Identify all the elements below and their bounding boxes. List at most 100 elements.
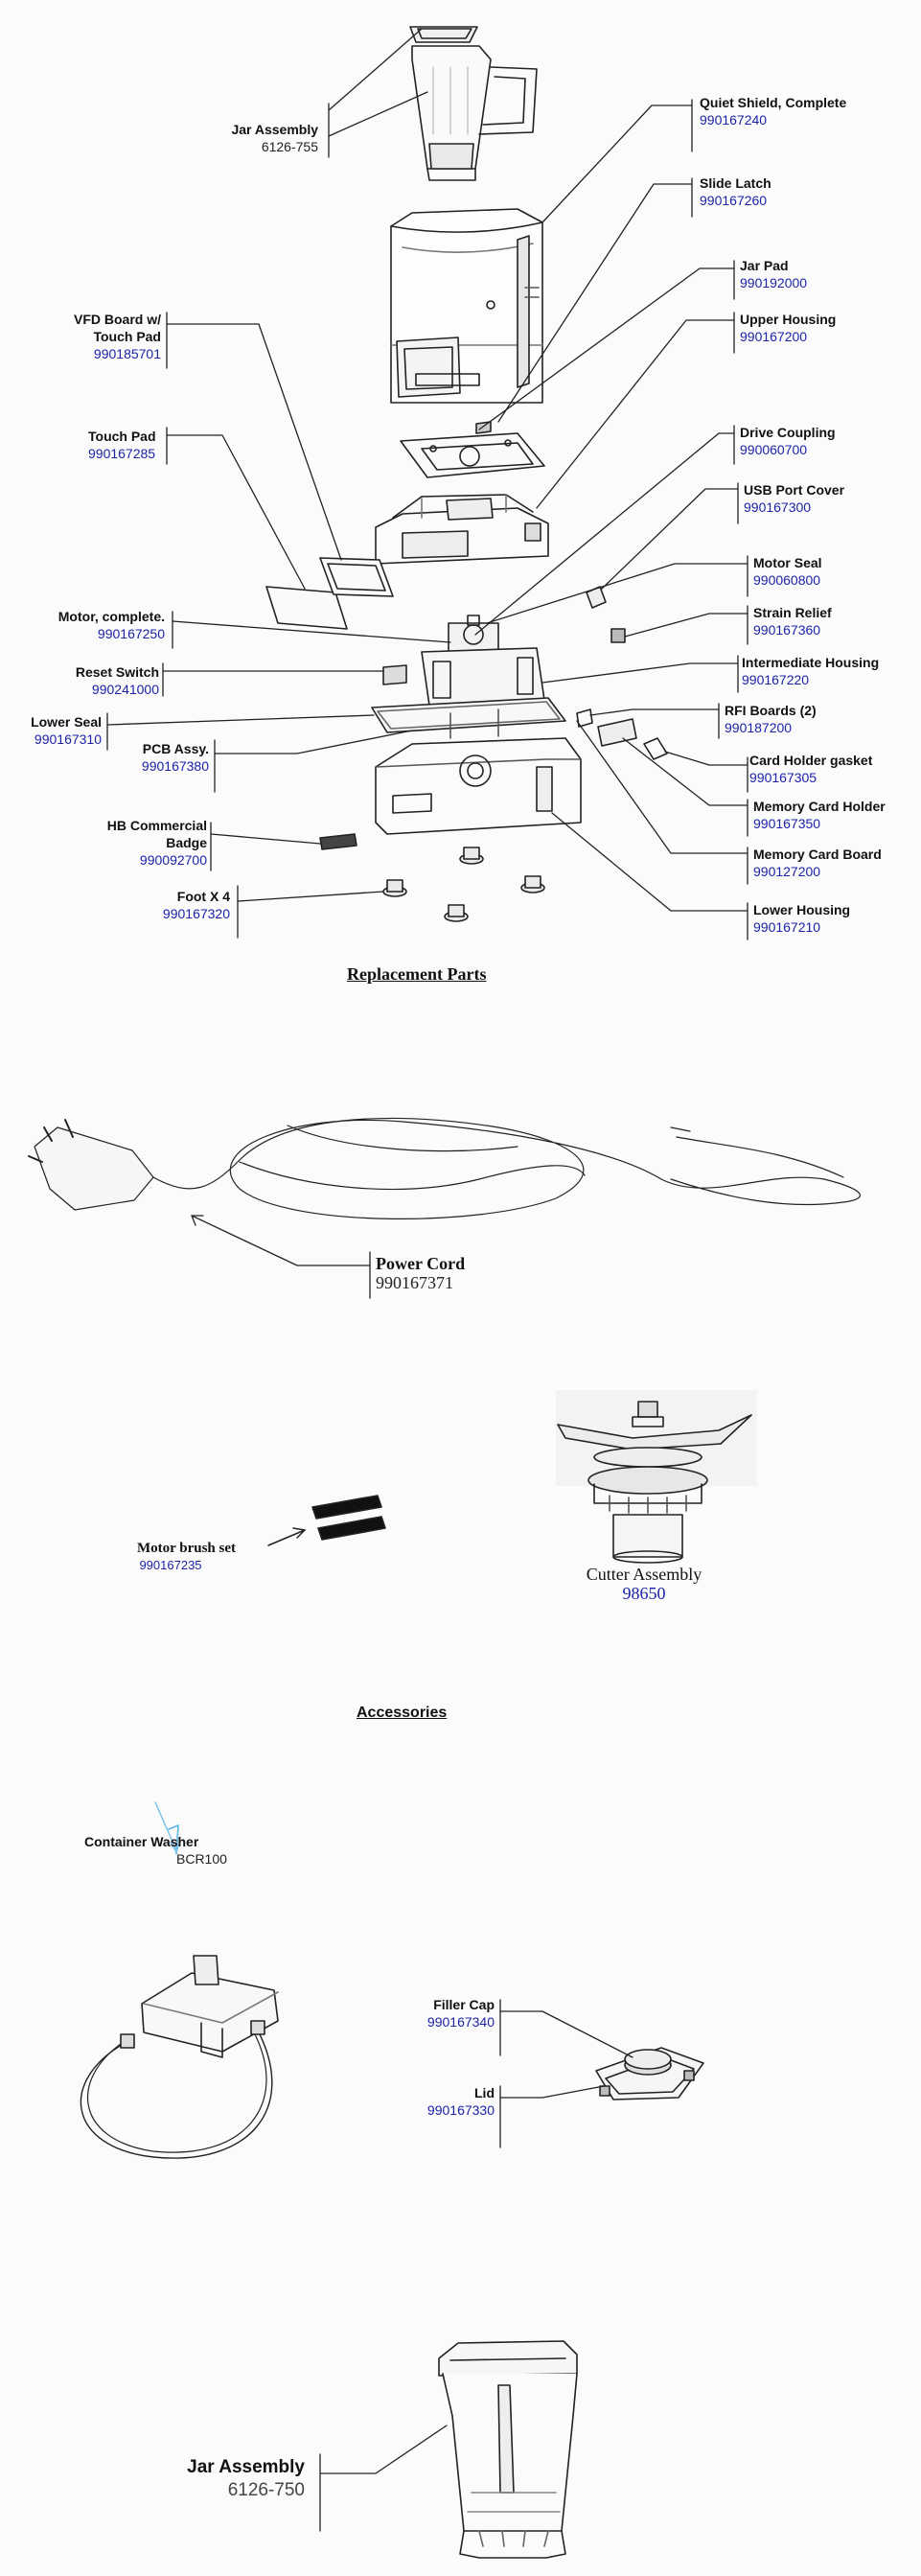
label-motor-seal: Motor Seal 990060800 (753, 554, 822, 589)
jar-assembly-number: 6126-755 (261, 139, 318, 154)
motor-brush-number: 990167235 (139, 1558, 202, 1572)
small-parts-illustration (319, 586, 668, 850)
label-card-holder-gasket: Card Holder gasket 990167305 (749, 752, 872, 786)
memory-card-board-number: 990127200 (753, 864, 821, 879)
label-lid: Lid 990167330 (383, 2084, 495, 2119)
vfd-board-number: 990185701 (93, 346, 161, 361)
touch-pad-name: Touch Pad (88, 429, 156, 444)
memory-card-holder-number: 990167350 (753, 816, 821, 831)
drive-coupling-name: Drive Coupling (740, 425, 836, 440)
foot-number: 990167320 (162, 906, 230, 921)
label-container-washer: Container Washer BCR100 (84, 1833, 227, 1868)
slide-latch-name: Slide Latch (700, 175, 771, 191)
jar-pad-name: Jar Pad (740, 258, 789, 273)
touch-pad-number: 990167285 (88, 446, 156, 461)
label-cutter-assembly: Cutter Assembly 98650 (575, 1565, 713, 1603)
feet-illustration (382, 847, 545, 922)
intermediate-housing-number: 990167220 (742, 672, 810, 687)
upper-housing-number: 990167200 (740, 329, 808, 344)
label-strain-relief: Strain Relief 990167360 (753, 604, 832, 638)
rfi-boards-number: 990187200 (725, 720, 793, 735)
rfi-boards-name: RFI Boards (2) (725, 703, 817, 718)
label-memory-card-holder: Memory Card Holder 990167350 (753, 798, 886, 832)
memory-card-holder-name: Memory Card Holder (753, 799, 886, 814)
label-motor-complete: Motor, complete. 990167250 (29, 608, 165, 642)
motor-brush-name: Motor brush set (136, 1541, 236, 1556)
label-reset-switch: Reset Switch 990241000 (38, 663, 159, 698)
jar-assembly-bottom-name: Jar Assembly (187, 2457, 305, 2477)
power-cord-illustration (28, 1117, 862, 1219)
label-rfi-boards: RFI Boards (2) 990187200 (725, 702, 817, 736)
memory-card-board-name: Memory Card Board (753, 847, 882, 862)
memory-card-holder-part (597, 718, 637, 747)
label-touch-pad: Touch Pad 990167285 (88, 428, 156, 462)
label-quiet-shield: Quiet Shield, Complete 990167240 (700, 94, 846, 128)
container-washer-name: Container Washer (84, 1834, 199, 1849)
usb-port-cover-part (586, 586, 607, 609)
pcb-assy-name: PCB Assy. (142, 741, 209, 756)
label-slide-latch: Slide Latch 990167260 (700, 174, 771, 209)
upper-housing-illustration (375, 494, 549, 565)
label-intermediate-housing: Intermediate Housing 990167220 (742, 654, 879, 688)
filler-cap-number: 990167340 (426, 2014, 495, 2030)
jar-assembly-name: Jar Assembly (231, 122, 318, 137)
motor-seal-name: Motor Seal (753, 555, 822, 570)
label-hb-badge: HB Commercial Badge 990092700 (58, 817, 207, 869)
label-foot: Foot X 4 990167320 (115, 888, 230, 922)
lower-housing-name: Lower Housing (753, 902, 851, 917)
label-power-cord: Power Cord 990167371 (376, 1254, 465, 1292)
usb-port-cover-name: USB Port Cover (744, 482, 845, 498)
label-lower-seal: Lower Seal 990167310 (15, 713, 102, 748)
power-cord-name: Power Cord (376, 1254, 466, 1273)
jar-pad-number: 990192000 (740, 275, 808, 290)
pcb-assy-number: 990167380 (141, 758, 209, 774)
foot-name: Foot X 4 (176, 889, 230, 904)
label-lower-housing: Lower Housing 990167210 (753, 901, 850, 936)
card-holder-gasket-name: Card Holder gasket (749, 753, 873, 768)
card-holder-gasket-part (643, 737, 668, 760)
hb-badge-name-line1: HB Commercial (106, 818, 207, 833)
usb-port-cover-number: 990167300 (744, 499, 812, 515)
motor-brush-illustration (267, 1495, 386, 1546)
lower-seal-number: 990167310 (34, 731, 102, 747)
motor-complete-number: 990167250 (97, 626, 165, 641)
filler-cap-lid-illustration (595, 2047, 704, 2100)
card-holder-gasket-number: 990167305 (749, 770, 817, 785)
motor-assembly-illustration (371, 615, 566, 739)
cutter-assembly-number: 98650 (622, 1584, 666, 1603)
cutter-assembly-illustration (556, 1390, 757, 1564)
filler-cap-lid-leaders (499, 1999, 633, 2148)
replacement-parts-heading: Replacement Parts (347, 964, 487, 984)
label-pcb-assy: PCB Assy. 990167380 (105, 740, 209, 775)
reset-switch-name: Reset Switch (75, 664, 159, 680)
jar-assembly-bottom-illustration (438, 2340, 578, 2559)
vfd-board-name-line1: VFD Board w/ (73, 312, 161, 327)
reset-switch-number: 990241000 (91, 682, 159, 697)
label-vfd-board: VFD Board w/ Touch Pad 990185701 (38, 311, 161, 362)
slide-latch-number: 990167260 (700, 193, 768, 208)
label-motor-brush: Motor brush set 990167235 (105, 1540, 236, 1574)
container-washer-illustration (80, 1801, 279, 2159)
hb-badge-name-line2: Badge (166, 835, 207, 850)
power-cord-leader (191, 1215, 371, 1299)
lid-number: 990167330 (426, 2102, 495, 2118)
container-washer-number: BCR100 (176, 1851, 227, 1867)
lower-housing-number: 990167210 (753, 919, 821, 935)
quiet-shield-illustration (390, 208, 543, 404)
jar-pad-illustration (400, 421, 545, 478)
vfd-board-name-line2: Touch Pad (93, 329, 161, 344)
jar-assembly-illustration (409, 26, 538, 181)
cutter-assembly-name: Cutter Assembly (586, 1565, 702, 1584)
label-filler-cap: Filler Cap 990167340 (383, 1996, 495, 2031)
filler-cap-name: Filler Cap (433, 1997, 495, 2012)
hb-badge-number: 990092700 (139, 852, 207, 868)
quiet-shield-number: 990167240 (700, 112, 768, 128)
jar-assembly-bottom-number: 6126-750 (227, 2480, 305, 2500)
motor-complete-name: Motor, complete. (58, 609, 165, 624)
motor-seal-number: 990060800 (753, 572, 821, 588)
strain-relief-part (610, 628, 626, 643)
label-jar-assembly-top: Jar Assembly 6126-755 (203, 121, 318, 155)
touch-pad-illustration (265, 557, 394, 630)
label-drive-coupling: Drive Coupling 990060700 (740, 424, 836, 458)
drive-coupling-number: 990060700 (740, 442, 808, 457)
